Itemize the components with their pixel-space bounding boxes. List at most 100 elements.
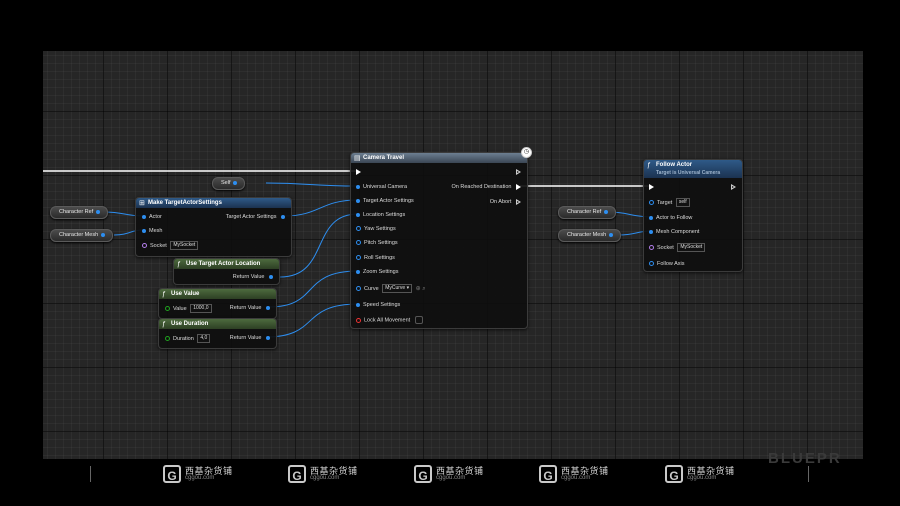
follow-axis-row[interactable]: Follow Axis [649, 260, 685, 268]
mesh-component-row[interactable]: Mesh Component [649, 228, 699, 236]
return-value-row[interactable]: Return Value [230, 304, 270, 312]
return-value-pin[interactable] [266, 305, 270, 310]
pin-label: On Reached Destination [451, 184, 512, 190]
pitch-settings-pin[interactable] [356, 240, 361, 246]
yaw-settings-row[interactable]: Yaw Settings [356, 225, 396, 233]
value-input-row[interactable]: Value 1000,0 [165, 304, 212, 313]
universal-camera-row[interactable]: Universal Camera [356, 183, 407, 191]
target-actor-settings-output-pin[interactable] [281, 214, 285, 219]
socket-name-field[interactable]: MySocket [170, 241, 199, 250]
roll-settings-row[interactable]: Roll Settings [356, 254, 395, 262]
use-duration-node[interactable]: ƒ Use Duration Duration 4,0 Return Value [158, 318, 277, 349]
exec-output-row[interactable] [731, 183, 736, 191]
character-ref-output-pin[interactable] [604, 210, 609, 214]
character-mesh-output-pin[interactable] [101, 233, 106, 237]
lock-all-movement-row[interactable]: Lock All Movement [356, 316, 423, 324]
watermark-brand: 西基杂货铺 [185, 466, 233, 476]
yaw-settings-pin[interactable] [356, 226, 361, 232]
exec-input-row[interactable] [356, 168, 361, 176]
mesh-component-pin[interactable] [649, 229, 653, 234]
duration-input-pin[interactable] [165, 336, 170, 341]
use-value-node[interactable]: ƒ Use Value Value 1000,0 Return Value [158, 288, 277, 319]
location-settings-pin[interactable] [356, 212, 360, 217]
return-value-row[interactable]: Return Value [230, 334, 270, 342]
node-header: ⊞ Make TargetActorSettings [136, 198, 291, 208]
watermark-url: cggou.com [436, 475, 466, 481]
camera-travel-node[interactable]: ▤ Camera Travel On Reached Destination O… [350, 152, 528, 329]
exec-input-pin[interactable] [649, 183, 654, 190]
socket-row[interactable]: Socket MySocket [649, 243, 706, 252]
socket-input-pin[interactable] [142, 243, 147, 248]
exec-input-row[interactable] [649, 183, 654, 191]
latent-node-icon: ▤ [354, 155, 361, 162]
speed-settings-row[interactable]: Speed Settings [356, 301, 400, 309]
actor-input-row[interactable]: Actor [142, 213, 162, 221]
target-actor-settings-output-row[interactable]: Target Actor Settings [226, 213, 285, 221]
pitch-settings-row[interactable]: Pitch Settings [356, 239, 398, 247]
duration-input-row[interactable]: Duration 4,0 [165, 334, 211, 343]
pin-label: Target Actor Settings [363, 198, 414, 204]
character-ref-label: Character Ref [567, 209, 602, 215]
use-target-actor-location-node[interactable]: ƒ Use Target Actor Location Return Value [173, 258, 280, 285]
character-mesh-getter-left[interactable]: Character Mesh [50, 229, 114, 242]
target-actor-settings-row[interactable]: Target Actor Settings [356, 197, 414, 205]
zoom-settings-row[interactable]: Zoom Settings [356, 268, 398, 276]
return-value-pin[interactable] [266, 335, 270, 340]
zoom-settings-pin[interactable] [356, 269, 360, 274]
duration-field[interactable]: 4,0 [197, 334, 211, 343]
pin-label: Roll Settings [364, 255, 395, 261]
socket-name-field[interactable]: MySocket [677, 243, 706, 252]
character-ref-getter-right[interactable]: Character Ref [558, 206, 617, 219]
return-value-pin[interactable] [269, 274, 273, 279]
self-reference-node[interactable]: Self [212, 177, 246, 190]
actor-input-pin[interactable] [142, 214, 146, 219]
magnifier-icon[interactable]: ⌕ [422, 285, 426, 292]
pin-label: Return Value [229, 335, 262, 341]
curve-dropdown[interactable]: MyCurve ▾ [382, 284, 413, 293]
speed-settings-pin[interactable] [356, 302, 360, 307]
footer-divider-right [808, 466, 809, 482]
on-reached-destination-row[interactable]: On Reached Destination [452, 183, 521, 191]
target-actor-settings-pin[interactable] [356, 198, 360, 203]
pin-label: Actor to Follow [656, 215, 693, 221]
make-target-actor-settings-node[interactable]: ⊞ Make TargetActorSettings Actor Mesh So… [135, 197, 292, 257]
return-value-row[interactable]: Return Value [233, 273, 273, 281]
follow-actor-node[interactable]: ƒ Follow Actor Target is Universal Camer… [643, 159, 743, 272]
mesh-input-row[interactable]: Mesh [142, 227, 162, 235]
value-field[interactable]: 1000,0 [190, 304, 212, 313]
browse-asset-icon[interactable]: ⊕ [415, 285, 421, 292]
target-row[interactable]: Target self [649, 198, 690, 207]
exec-output-row[interactable] [516, 168, 521, 176]
target-pin[interactable] [649, 200, 654, 205]
value-input-pin[interactable] [165, 306, 170, 311]
on-reached-destination-pin[interactable] [516, 183, 521, 190]
actor-to-follow-row[interactable]: Actor to Follow [649, 214, 692, 222]
curve-value: MyCurve [385, 285, 406, 291]
exec-output-pin[interactable] [516, 168, 521, 175]
lock-all-movement-pin[interactable] [356, 317, 361, 323]
on-abort-row[interactable]: On Abort [490, 198, 521, 206]
mesh-input-pin[interactable] [142, 228, 146, 233]
target-value-field[interactable]: self [675, 198, 690, 207]
exec-output-pin[interactable] [731, 183, 736, 190]
function-icon: ƒ [647, 162, 651, 169]
character-ref-getter-left[interactable]: Character Ref [50, 206, 109, 219]
clock-icon: ◷ [521, 147, 532, 158]
node-title: Use Value [171, 291, 200, 297]
curve-pin[interactable] [356, 286, 361, 291]
roll-settings-pin[interactable] [356, 255, 361, 261]
on-abort-pin[interactable] [516, 198, 521, 205]
character-mesh-output-pin[interactable] [609, 233, 614, 237]
character-ref-output-pin[interactable] [96, 210, 101, 214]
self-output-pin[interactable] [233, 181, 238, 185]
character-mesh-getter-right[interactable]: Character Mesh [558, 229, 622, 242]
socket-input-row[interactable]: Socket MySocket [142, 241, 199, 250]
exec-input-pin[interactable] [356, 168, 361, 175]
universal-camera-pin[interactable] [356, 184, 360, 189]
follow-axis-pin[interactable] [649, 261, 654, 267]
curve-row[interactable]: Curve MyCurve ▾ ⊕ ⌕ [356, 284, 426, 293]
location-settings-row[interactable]: Location Settings [356, 211, 405, 219]
lock-all-movement-checkbox[interactable] [414, 316, 423, 324]
actor-to-follow-pin[interactable] [649, 215, 653, 220]
socket-pin[interactable] [649, 245, 654, 250]
